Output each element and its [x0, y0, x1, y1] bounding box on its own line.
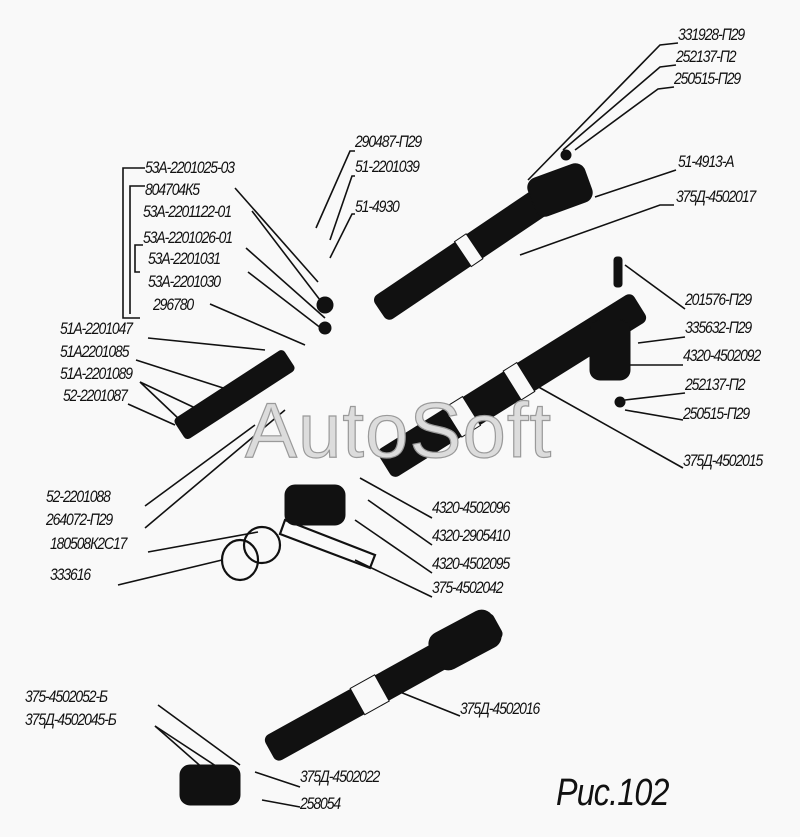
- part-label: 51А-2201047: [60, 319, 133, 338]
- part-label: 296780: [153, 295, 194, 314]
- part-label: 4320-4502092: [683, 346, 761, 365]
- part-label: 331928-П29: [678, 25, 745, 44]
- part-label: 375Д-4502045-Б: [25, 710, 117, 729]
- part-label: 4320-2905410: [432, 526, 510, 545]
- part-label: 51А2201085: [60, 342, 129, 361]
- part-label: 804704К5: [145, 180, 200, 199]
- part-label: 264072-П29: [46, 510, 113, 529]
- part-label: 252137-П2: [676, 47, 736, 66]
- part-label: 290487-П29: [355, 132, 422, 151]
- watermark: AutoSoft: [244, 385, 553, 474]
- part-label: 375Д-4502017: [676, 187, 756, 206]
- part-label: 51-4913-А: [678, 152, 735, 171]
- part-label: 52-2201087: [63, 386, 128, 405]
- part-label: 53А-2201025-03: [145, 158, 235, 177]
- part-label: 53А-2201030: [148, 272, 221, 291]
- part-label: 4320-4502095: [432, 554, 510, 573]
- part-label: 201576-П29: [685, 290, 752, 309]
- part-label: 51-2201039: [355, 157, 420, 176]
- part-label: 375-4502042: [432, 578, 504, 597]
- part-label: 252137-П2: [685, 375, 745, 394]
- part-label: 250515-П29: [674, 69, 741, 88]
- part-label: 250515-П29: [683, 404, 750, 423]
- part-label: 53А-2201031: [148, 249, 221, 268]
- part-label: 335632-П29: [685, 318, 752, 337]
- part-label: 4320-4502096: [432, 498, 510, 517]
- part-label: 375-4502052-Б: [25, 687, 108, 706]
- part-label: 53А-2201026-01: [143, 228, 233, 247]
- figure-caption: Рис.102: [556, 772, 669, 814]
- part-label: 53А-2201122-01: [143, 202, 232, 221]
- part-label: 51-4930: [355, 197, 400, 216]
- part-label: 52-2201088: [46, 487, 111, 506]
- part-label: 333616: [50, 565, 91, 584]
- part-label: 375Д-4502022: [300, 767, 380, 786]
- part-label: 375Д-4502015: [683, 451, 763, 470]
- part-label: 180508К2С17: [50, 534, 127, 553]
- part-label: 51А-2201089: [60, 364, 133, 383]
- part-label: 375Д-4502016: [460, 699, 540, 718]
- part-label: 258054: [300, 794, 341, 813]
